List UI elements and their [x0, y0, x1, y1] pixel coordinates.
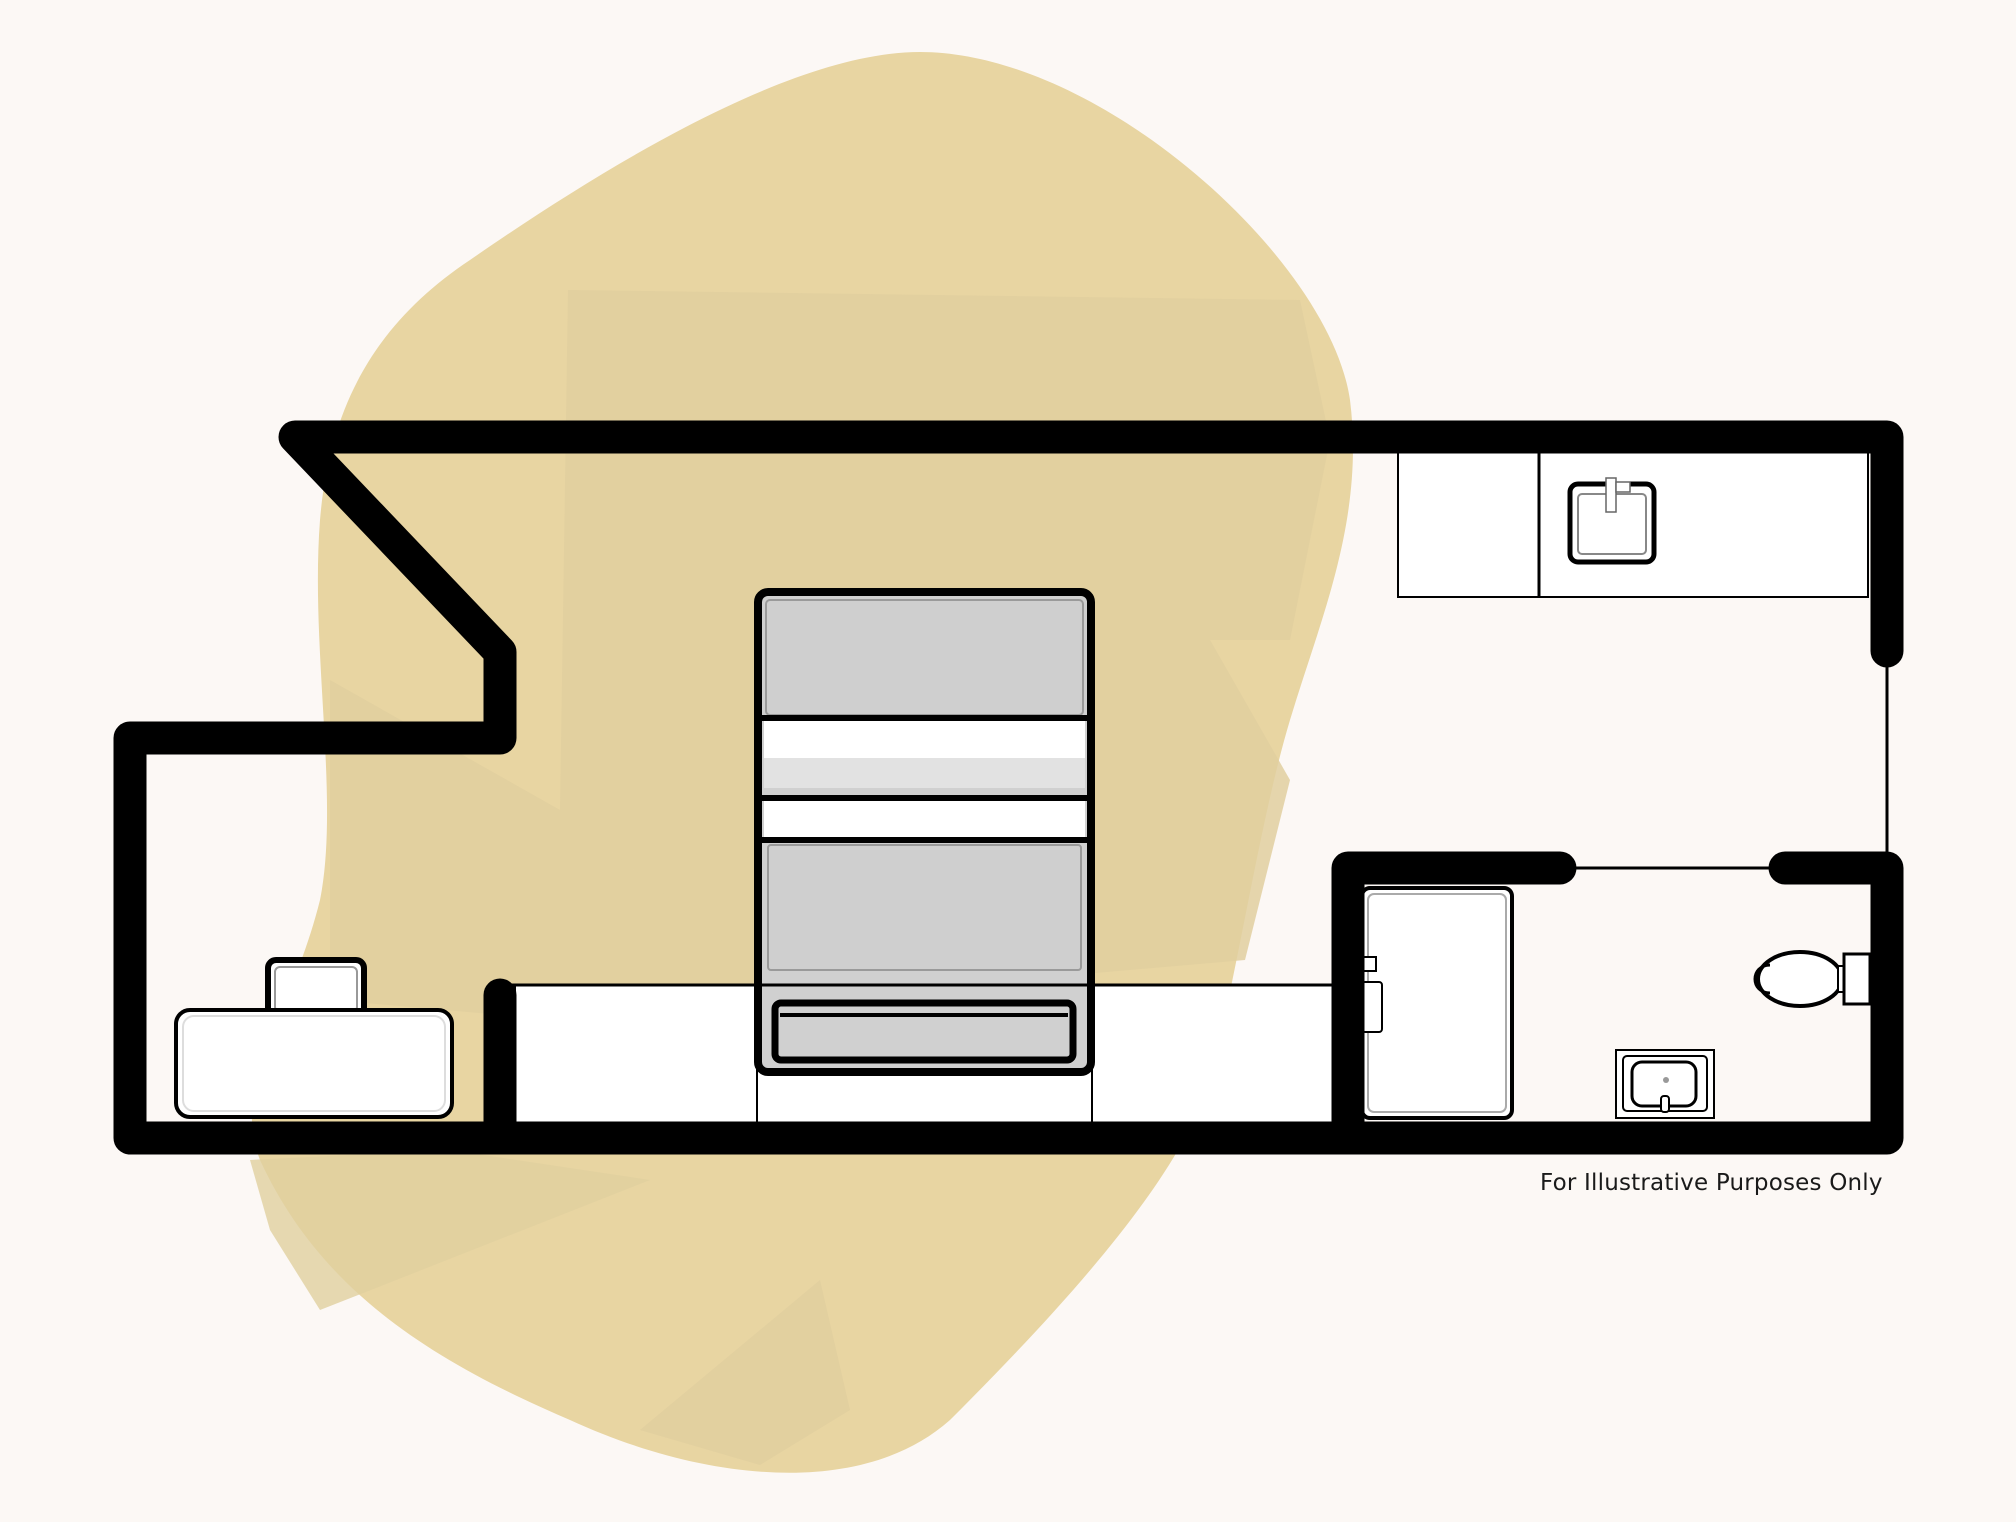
chair-icon — [265, 957, 367, 1019]
kitchen-sink-icon — [1567, 477, 1657, 565]
shower-icon — [1360, 886, 1514, 1120]
disclaimer-caption: For Illustrative Purposes Only — [1540, 1170, 1883, 1196]
walls — [113, 420, 1904, 1155]
bed-icon — [754, 588, 1095, 1076]
door-lines — [500, 651, 1889, 987]
toilet-icon — [1753, 950, 1872, 1008]
bathroom-sink-icon — [1615, 1049, 1715, 1119]
desk-icon — [174, 1008, 454, 1119]
